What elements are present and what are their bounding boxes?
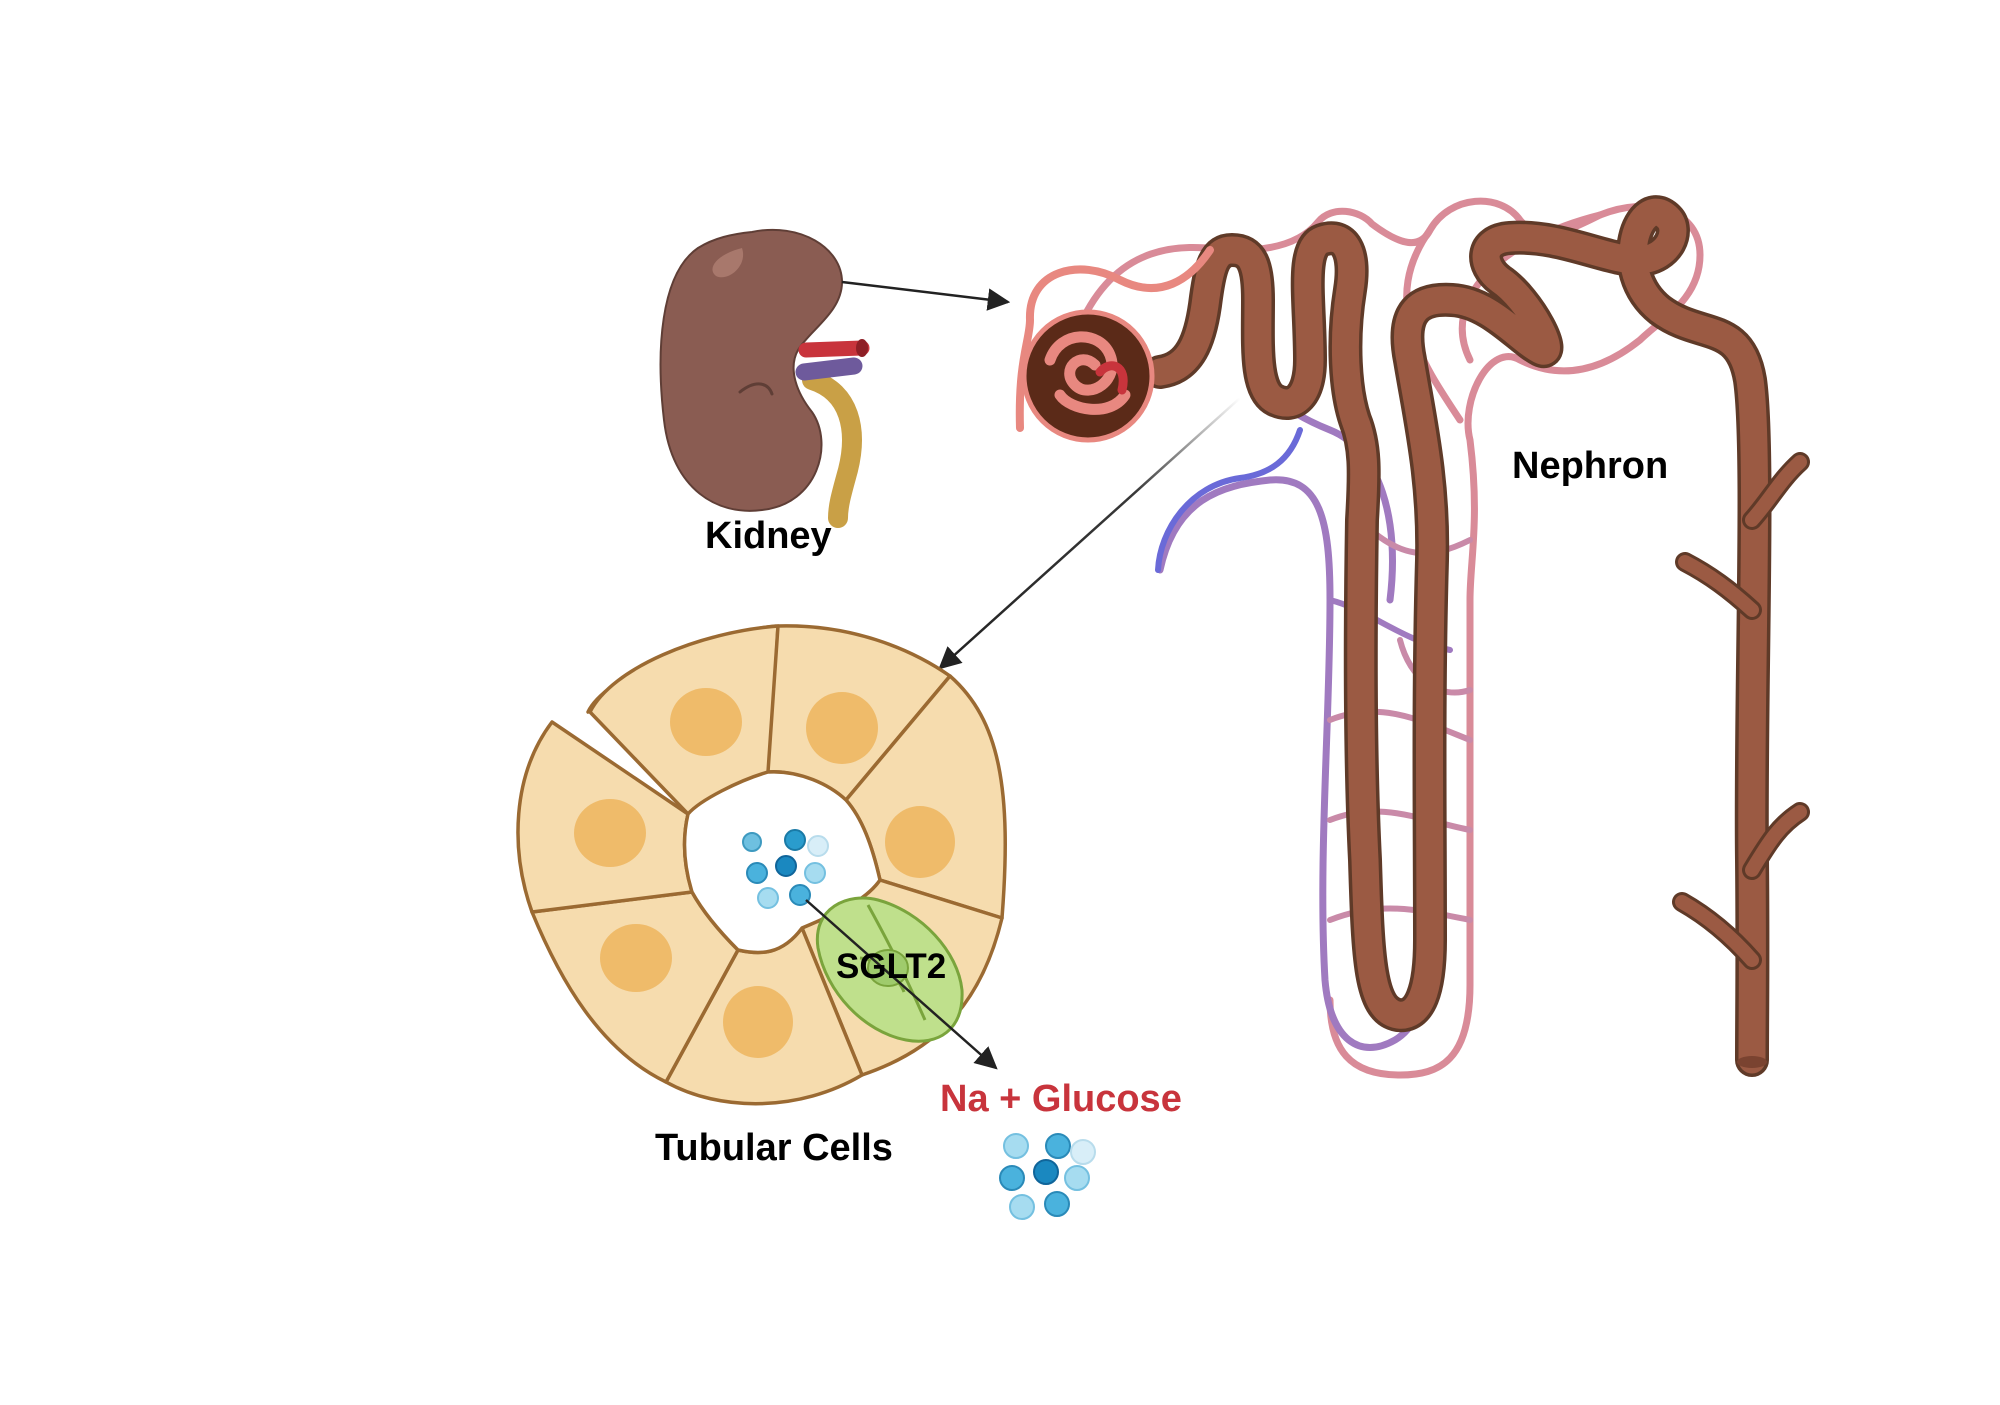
sodium-glucose-particle <box>742 832 762 852</box>
renal-tubule-fill <box>1146 199 1769 1074</box>
artery-end <box>856 339 868 357</box>
bowmans-capsule <box>1021 309 1155 443</box>
sodium-glucose-particle <box>807 835 829 857</box>
kidney-to-nephron-arrow <box>841 280 1011 311</box>
sodium-glucose-particle <box>746 862 768 884</box>
renal-artery <box>798 340 870 358</box>
sodium-glucose-particle <box>1009 1194 1035 1220</box>
duct-branch-fill <box>1745 455 1807 527</box>
glomerulus-loop <box>1095 361 1128 395</box>
nephron-to-cells-arrow <box>938 397 1241 670</box>
glomerulus <box>1044 331 1131 415</box>
reabsorbed-particles <box>999 1133 1096 1220</box>
sodium-glucose-particle <box>1045 1133 1071 1159</box>
kidney-label: Kidney <box>705 515 832 557</box>
cell-nuclei <box>574 688 955 1058</box>
capillary-loop <box>1327 905 1473 923</box>
kidney-fold <box>738 382 774 396</box>
cell-nucleus <box>670 688 742 756</box>
glomerulus-loop <box>1044 331 1118 396</box>
nephron-illustration <box>1015 195 1810 1079</box>
kidney-illustration <box>659 228 870 528</box>
cell-nucleus <box>723 986 793 1058</box>
lumen-particles <box>742 829 829 909</box>
sodium-glucose-particle <box>789 884 811 906</box>
kidney-highlight <box>712 248 744 278</box>
sodium-glucose-particle <box>1070 1139 1096 1165</box>
collecting-duct-end <box>1737 1056 1767 1068</box>
cell-nucleus <box>600 924 672 992</box>
sodium-glucose-particle <box>1064 1165 1090 1191</box>
peritubular-capillary <box>1074 197 1704 1079</box>
na-glucose-label: Na + Glucose <box>940 1078 1182 1120</box>
glomerulus-loop <box>1054 389 1131 415</box>
sodium-glucose-particle <box>1003 1133 1029 1159</box>
renal-vein <box>795 357 863 381</box>
cell-nucleus <box>885 806 955 878</box>
sodium-glucose-particle <box>804 862 826 884</box>
sodium-glucose-particle <box>757 887 779 909</box>
sglt2-pore <box>867 949 909 987</box>
ureter <box>802 370 862 528</box>
sglt2-transport-arrow <box>805 899 998 1070</box>
kidney-body <box>659 228 844 512</box>
sodium-glucose-particle <box>784 829 806 851</box>
cell-nucleus <box>806 692 878 764</box>
afferent-arteriole <box>1015 246 1214 432</box>
sodium-glucose-particle <box>1033 1159 1059 1185</box>
duct-branch-fill <box>1675 895 1759 967</box>
duct-branch-fill <box>1678 555 1759 617</box>
sodium-glucose-particle <box>1044 1191 1070 1217</box>
efferent-capillary <box>1156 476 1434 1051</box>
sodium-glucose-particle <box>775 855 797 877</box>
sglt2-label: SGLT2 <box>836 947 947 986</box>
sodium-glucose-particle <box>999 1165 1025 1191</box>
cell-nucleus <box>574 799 646 867</box>
nephron-label: Nephron <box>1512 445 1669 487</box>
duct-branch-fill <box>1745 805 1807 877</box>
tubular-cells-label: Tubular Cells <box>655 1127 893 1169</box>
venule <box>1155 427 1303 573</box>
